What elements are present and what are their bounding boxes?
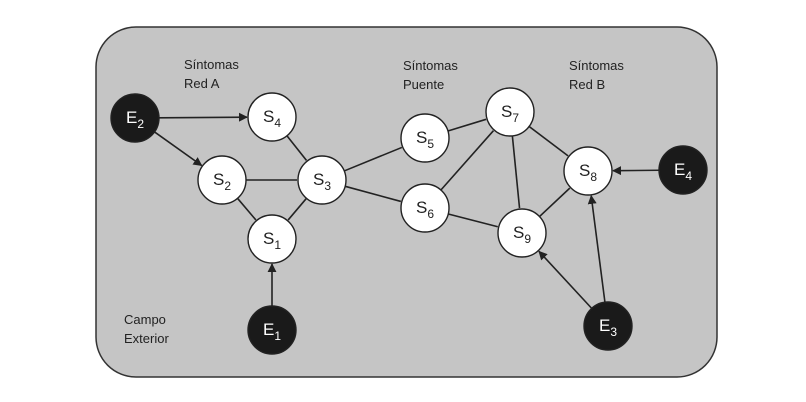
node-label-s5: S5: [416, 128, 434, 151]
edge-s5-s7: [447, 118, 487, 132]
node-circle-s8: [563, 146, 613, 196]
node-circle-s3: [297, 155, 347, 205]
node-label-e2: E2: [126, 108, 144, 131]
node-circle-s4: [247, 92, 297, 142]
edges-layer: [154, 112, 660, 309]
node-e1: E1: [247, 305, 297, 355]
edge-s6-s9: [448, 213, 498, 228]
region-puente-line1: Síntomas: [403, 58, 458, 73]
node-s2: S2: [197, 155, 247, 205]
field-label-line1: Campo: [124, 312, 166, 327]
edge-s6-s7: [440, 130, 495, 191]
region-red-b-line1: Síntomas: [569, 58, 624, 73]
edge-s3-s5: [343, 146, 403, 172]
node-e2: E2: [110, 93, 160, 143]
field-label-2: Exterior: [124, 331, 169, 346]
edge-s3-s1: [287, 197, 308, 221]
node-circle-e1: [247, 305, 297, 355]
region-red-a-line2: Red A: [184, 76, 220, 91]
field-label: Campo: [124, 312, 166, 327]
node-circle-s9: [497, 208, 547, 258]
region-puente-line2: Puente: [403, 77, 444, 92]
region-label-red-a: Síntomas: [184, 57, 239, 72]
node-circle-e4: [658, 145, 708, 195]
node-circle-s2: [197, 155, 247, 205]
region-label-red-b: Síntomas: [569, 58, 624, 73]
edge-e3-s8: [587, 194, 606, 303]
node-label-s7: S7: [501, 102, 519, 125]
node-circle-s7: [485, 87, 535, 137]
node-label-e3: E3: [599, 316, 617, 339]
region-label-puente-2: Puente: [403, 77, 444, 92]
node-label-s2: S2: [213, 170, 231, 193]
node-label-s4: S4: [263, 107, 281, 130]
region-red-b-line2: Red B: [569, 77, 605, 92]
edge-s4-s3: [286, 135, 308, 161]
region-label-red-b-2: Red B: [569, 77, 605, 92]
node-s8: S8: [563, 146, 613, 196]
node-circle-s6: [400, 183, 450, 233]
node-label-s6: S6: [416, 198, 434, 221]
node-circle-s1: [247, 214, 297, 264]
edge-e2-s2: [154, 131, 203, 167]
node-label-s9: S9: [513, 223, 531, 246]
field-label-line2: Exterior: [124, 331, 169, 346]
node-label-s3: S3: [313, 170, 331, 193]
edge-s7-s8: [528, 125, 569, 157]
node-label-e4: E4: [674, 160, 692, 183]
node-label-s1: S1: [263, 229, 281, 252]
edge-s2-s1: [236, 197, 257, 221]
node-s7: S7: [485, 87, 535, 137]
node-circle-s5: [400, 113, 450, 163]
edge-s9-s8: [538, 187, 571, 218]
region-red-a-line1: Síntomas: [184, 57, 239, 72]
node-s1: S1: [247, 214, 297, 264]
node-s9: S9: [497, 208, 547, 258]
node-label-e1: E1: [263, 320, 281, 343]
region-label-red-a-2: Red A: [184, 76, 220, 91]
node-e4: E4: [658, 145, 708, 195]
edge-s7-s9: [511, 135, 521, 209]
node-circle-e2: [110, 93, 160, 143]
edge-s3-s6: [344, 185, 402, 203]
node-label-s8: S8: [579, 161, 597, 184]
node-e3: E3: [583, 301, 633, 351]
node-s5: S5: [400, 113, 450, 163]
node-s4: S4: [247, 92, 297, 142]
edge-e3-s9: [538, 250, 593, 309]
node-s3: S3: [297, 155, 347, 205]
edge-e2-s4: [158, 112, 248, 122]
region-label-puente: Síntomas: [403, 58, 458, 73]
node-s6: S6: [400, 183, 450, 233]
node-circle-e3: [583, 301, 633, 351]
